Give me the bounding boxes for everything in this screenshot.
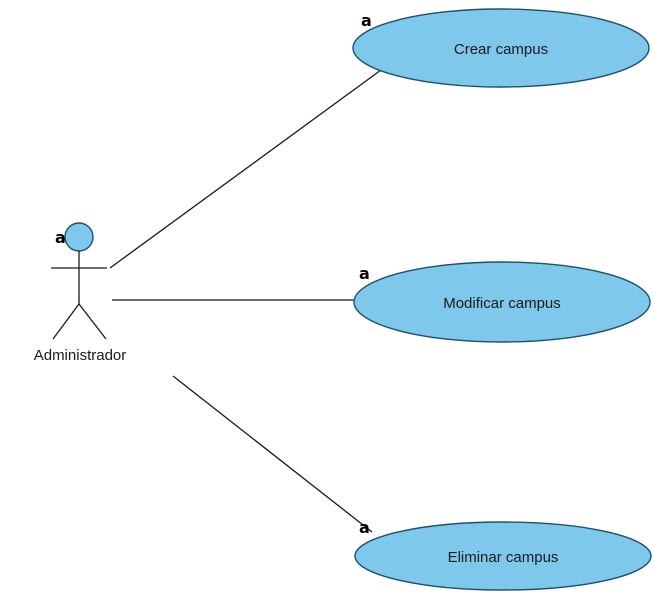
use-case-ellipse <box>353 261 651 343</box>
actor-left-leg <box>52 303 80 340</box>
association-eliminar <box>172 375 373 533</box>
use-case-stereotype-marker: a <box>359 264 370 283</box>
association-crear <box>109 69 382 269</box>
actor-administrador[interactable]: a Administrador <box>34 222 127 364</box>
use-case-label: Crear campus <box>454 41 548 58</box>
use-case-stereotype-marker: a <box>361 11 372 30</box>
actor-name: Administrador <box>34 347 127 364</box>
use-case-ellipse <box>352 8 650 88</box>
use-case-crear-campus[interactable]: a Crear campus <box>352 8 650 88</box>
use-case-eliminar-campus[interactable]: a Eliminar campus <box>354 518 652 591</box>
use-case-label: Modificar campus <box>443 295 561 312</box>
actor-right-leg <box>78 303 107 340</box>
use-case-stereotype-marker: a <box>359 518 370 537</box>
actor-stereotype-marker: a <box>55 228 66 247</box>
use-case-ellipse <box>354 521 652 591</box>
use-case-label: Eliminar campus <box>448 549 559 566</box>
actor-head <box>64 222 94 252</box>
use-case-modificar-campus[interactable]: a Modificar campus <box>353 261 651 343</box>
